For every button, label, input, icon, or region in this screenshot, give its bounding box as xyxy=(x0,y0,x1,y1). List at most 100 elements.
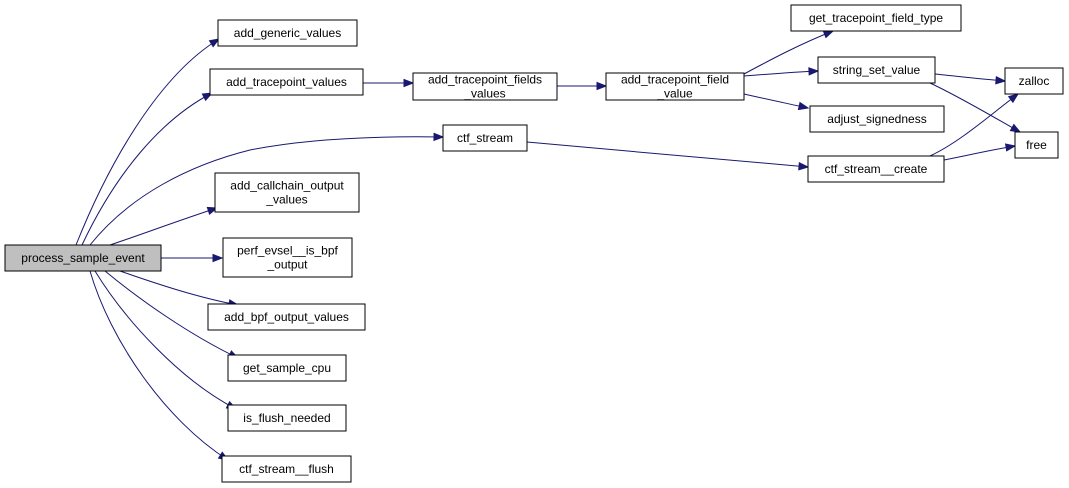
edge-line xyxy=(943,145,1016,161)
edge-arrowhead xyxy=(797,101,810,111)
edge-line xyxy=(94,270,237,410)
node-add_tracepoint_values[interactable]: add_tracepoint_values xyxy=(209,68,364,96)
edge-line xyxy=(89,270,229,461)
node-get_tracepoint_field_type[interactable]: get_tracepoint_field_type xyxy=(790,4,962,32)
node-label: add_tracepoint_fields xyxy=(428,73,542,87)
node-label: _values xyxy=(463,87,505,101)
edge-line xyxy=(81,92,213,246)
node-box[interactable] xyxy=(605,72,745,101)
edge-arrowhead xyxy=(596,81,608,91)
node-add_bpf_output_values[interactable]: add_bpf_output_values xyxy=(207,303,366,331)
edge-line xyxy=(743,30,834,75)
node-label: perf_evsel__is_bpf xyxy=(237,244,338,258)
edge-add_tracepoint_values-to-add_tracepoint_fields_values xyxy=(363,78,415,88)
node-label: _value xyxy=(656,87,693,101)
node-label: add_bpf_output_values xyxy=(224,310,349,324)
node-label: ctf_stream__create xyxy=(825,162,928,176)
edge-process_sample_event-to-perf_evsel__is_bpf_output xyxy=(161,253,224,263)
node-free[interactable]: free xyxy=(1014,131,1059,159)
node-box[interactable] xyxy=(412,72,558,101)
edge-arrowhead xyxy=(1004,143,1017,152)
node-label: adjust_signedness xyxy=(827,112,926,126)
node-box[interactable] xyxy=(442,124,528,152)
node-box[interactable] xyxy=(214,172,360,213)
node-label: get_tracepoint_field_type xyxy=(809,11,943,25)
node-box[interactable] xyxy=(809,105,945,133)
node-box[interactable] xyxy=(207,303,366,331)
edge-process_sample_event-to-add_bpf_output_values xyxy=(119,270,240,308)
node-adjust_signedness[interactable]: adjust_signedness xyxy=(809,105,945,133)
node-box[interactable] xyxy=(221,455,352,483)
node-label: _values xyxy=(265,193,307,207)
node-ctf_stream[interactable]: ctf_stream xyxy=(442,124,528,152)
edge-line xyxy=(109,207,218,246)
node-box[interactable] xyxy=(817,56,936,84)
node-is_flush_needed[interactable]: is_flush_needed xyxy=(227,404,347,432)
node-add_callchain_output_values[interactable]: add_callchain_output_values xyxy=(214,172,360,213)
node-label: process_sample_event xyxy=(21,251,145,265)
edge-arrowhead xyxy=(212,253,224,263)
node-add_tracepoint_fields_values[interactable]: add_tracepoint_fields_values xyxy=(412,72,558,101)
node-label: add_generic_values xyxy=(234,26,341,40)
node-box[interactable] xyxy=(1004,67,1064,95)
edge-arrowhead xyxy=(822,30,835,39)
node-label: get_sample_cpu xyxy=(243,361,331,375)
node-box[interactable] xyxy=(790,4,962,32)
edge-ctf_stream__create-to-zalloc xyxy=(929,93,1020,157)
node-box[interactable] xyxy=(209,68,364,96)
edge-arrowhead xyxy=(1007,93,1020,104)
edge-arrowhead xyxy=(433,132,445,142)
edge-add_tracepoint_field_value-to-string_set_value xyxy=(743,67,820,77)
nodes-layer: process_sample_event add_generic_valuesad… xyxy=(4,4,1064,483)
node-box[interactable] xyxy=(1014,131,1059,159)
edge-ctf_stream__create-to-free xyxy=(943,143,1017,161)
node-label: add_tracepoint_field xyxy=(621,73,729,87)
node-box[interactable] xyxy=(217,19,358,47)
node-add_tracepoint_field_value[interactable]: add_tracepoint_field_value xyxy=(605,72,745,101)
node-zalloc[interactable]: zalloc xyxy=(1004,67,1064,95)
node-box[interactable] xyxy=(222,237,353,278)
edge-add_tracepoint_fields_values-to-add_tracepoint_field_value xyxy=(557,81,608,91)
node-ctf_stream__flush[interactable]: ctf_stream__flush xyxy=(221,455,352,483)
node-label: add_callchain_output xyxy=(230,179,344,193)
edge-line xyxy=(934,73,1006,82)
edge-add_tracepoint_field_value-to-adjust_signedness xyxy=(743,93,810,111)
edge-arrowhead xyxy=(808,67,820,76)
edge-string_set_value-to-zalloc xyxy=(934,73,1007,85)
edge-process_sample_event-to-add_callchain_output_values xyxy=(109,206,219,246)
edge-line xyxy=(743,93,809,109)
edge-line xyxy=(526,141,809,168)
node-label: string_set_value xyxy=(833,63,921,77)
node-box[interactable] xyxy=(4,244,162,272)
node-label: _output xyxy=(266,258,308,272)
node-process_sample_event[interactable]: process_sample_event xyxy=(4,244,162,272)
node-box[interactable] xyxy=(807,155,945,183)
edge-process_sample_event-to-ctf_stream xyxy=(89,132,445,246)
node-box[interactable] xyxy=(227,404,347,432)
node-get_sample_cpu[interactable]: get_sample_cpu xyxy=(227,354,347,382)
edge-line xyxy=(89,136,444,246)
edge-process_sample_event-to-is_flush_needed xyxy=(94,270,238,410)
edge-arrowhead xyxy=(403,78,415,88)
node-perf_evsel__is_bpf_output[interactable]: perf_evsel__is_bpf_output xyxy=(222,237,353,278)
node-ctf_stream__create[interactable]: ctf_stream__create xyxy=(807,155,945,183)
node-add_generic_values[interactable]: add_generic_values xyxy=(217,19,358,47)
edge-arrowhead xyxy=(1009,123,1022,133)
edge-line xyxy=(119,270,239,306)
edge-line xyxy=(929,93,1019,157)
node-box[interactable] xyxy=(227,354,347,382)
edge-process_sample_event-to-add_generic_values xyxy=(75,38,221,246)
edge-arrowhead xyxy=(208,38,221,48)
node-label: zalloc xyxy=(1019,74,1050,88)
edge-ctf_stream-to-ctf_stream__create xyxy=(526,141,810,171)
node-label: ctf_stream__flush xyxy=(239,462,334,476)
edge-line xyxy=(104,270,239,359)
node-label: ctf_stream xyxy=(457,131,513,145)
node-label: is_flush_needed xyxy=(243,411,330,425)
node-string_set_value[interactable]: string_set_value xyxy=(817,56,936,84)
edge-process_sample_event-to-ctf_stream__flush xyxy=(89,270,230,461)
node-label: add_tracepoint_values xyxy=(226,75,347,89)
edge-arrowhead xyxy=(798,162,810,171)
edge-line xyxy=(75,38,220,246)
